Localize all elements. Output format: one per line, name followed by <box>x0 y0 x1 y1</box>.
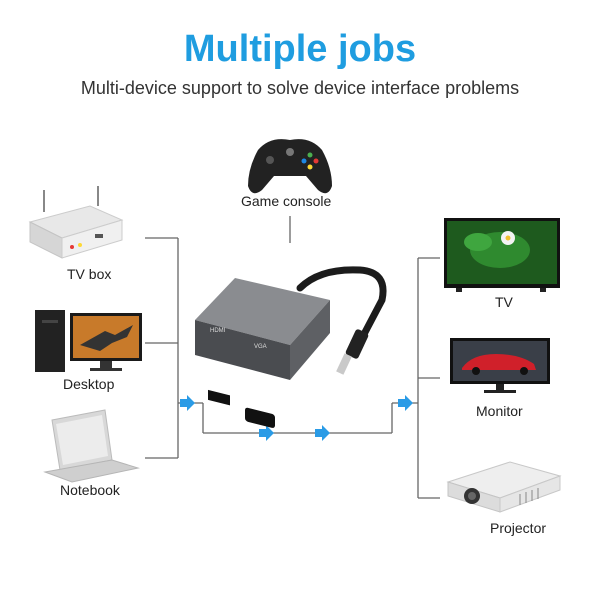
label-projector: Projector <box>490 520 547 536</box>
arrow-right-icon <box>259 425 274 441</box>
monitor-icon <box>450 338 550 393</box>
label-desktop: Desktop <box>63 376 115 392</box>
label-notebook: Notebook <box>60 482 120 498</box>
port-vga-label: VGA <box>254 344 267 350</box>
tv-icon <box>444 218 560 292</box>
port-hdmi-label: HDMI <box>210 328 226 334</box>
game-controller-icon <box>248 139 332 194</box>
label-game-console: Game console <box>241 193 332 209</box>
notebook-icon <box>43 409 140 483</box>
tv-box-icon <box>28 186 124 259</box>
arrow-right-icon <box>398 395 413 411</box>
desktop-icon <box>35 310 142 372</box>
projector-icon <box>446 461 562 513</box>
label-monitor: Monitor <box>476 403 523 419</box>
arrow-right-icon <box>315 425 330 441</box>
usb-c-adapter-icon <box>195 266 387 428</box>
page-subtitle: Multi-device support to solve device int… <box>80 78 520 98</box>
arrow-right-icon <box>180 395 195 411</box>
connection-lines <box>145 216 440 499</box>
page-title: Multiple jobs <box>183 28 417 70</box>
label-tv: TV <box>495 294 513 310</box>
label-tv-box: TV box <box>67 266 112 282</box>
flow-arrows <box>180 395 413 441</box>
